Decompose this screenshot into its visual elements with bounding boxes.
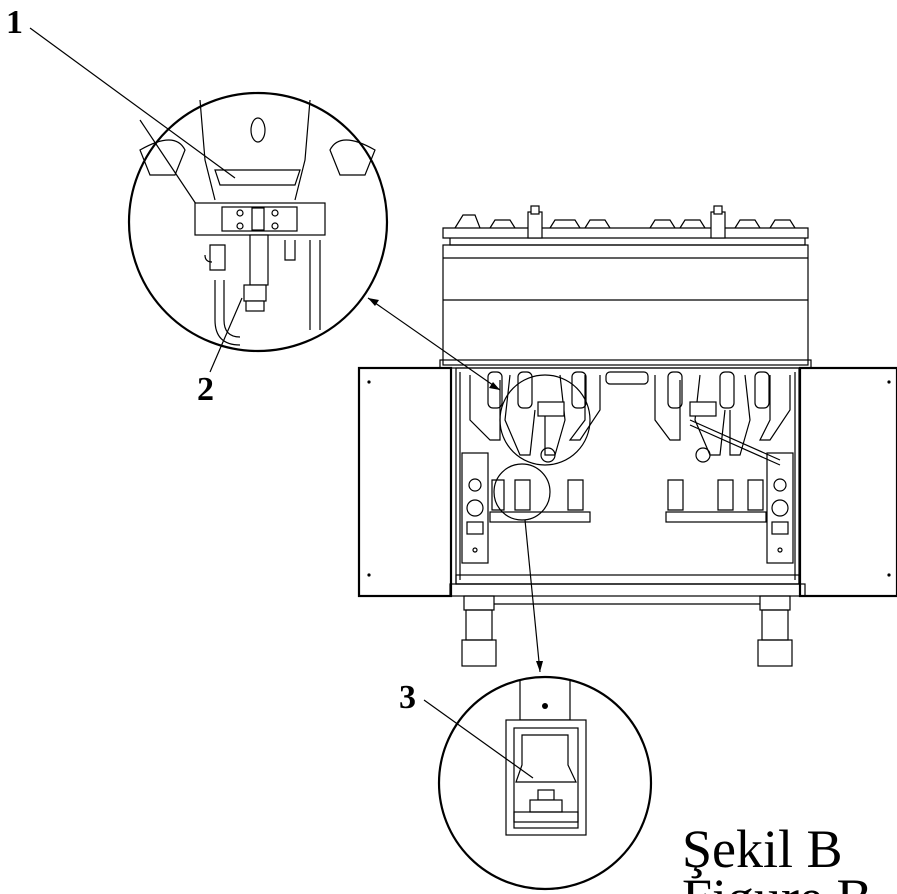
appliance-front-view (357, 205, 897, 667)
appliance-legs (461, 595, 793, 667)
figure-caption-turkish: Şekil B (682, 819, 843, 879)
callout-1: 1 (6, 4, 23, 41)
callout-3: 3 (399, 679, 416, 716)
callout-2: 2 (197, 371, 214, 408)
detail-marker-lower (493, 463, 551, 521)
leader-lines (29, 27, 543, 779)
right-door-open (798, 366, 897, 598)
cooktop-grates (442, 205, 809, 246)
upper-detail-view (127, 91, 389, 353)
detail-marker-upper (499, 374, 591, 466)
figure-caption-english: Figure B (682, 868, 873, 894)
upper-body-panel (439, 244, 812, 369)
lower-detail-view (437, 675, 653, 891)
cabinet-interior (449, 367, 806, 597)
left-door-open (357, 366, 453, 598)
